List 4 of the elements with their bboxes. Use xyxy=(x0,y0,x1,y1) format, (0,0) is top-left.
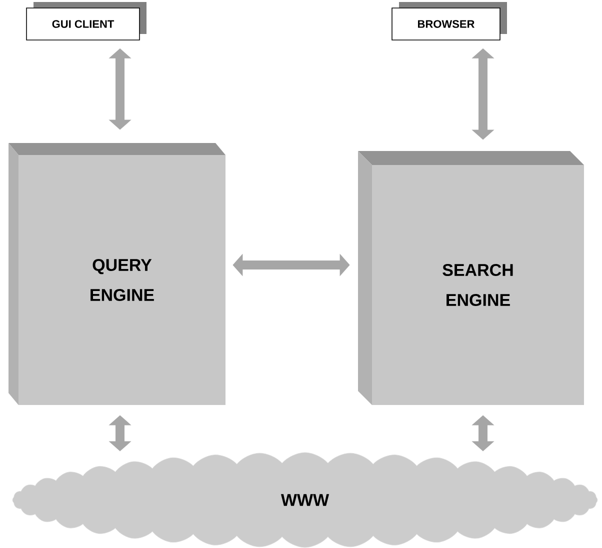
label-box: BROWSER xyxy=(392,2,507,40)
cube-block: SEARCH ENGINE xyxy=(358,151,584,405)
cube-block: QUERY ENGINE xyxy=(8,143,226,405)
label-box: GUI CLIENT xyxy=(26,2,146,40)
